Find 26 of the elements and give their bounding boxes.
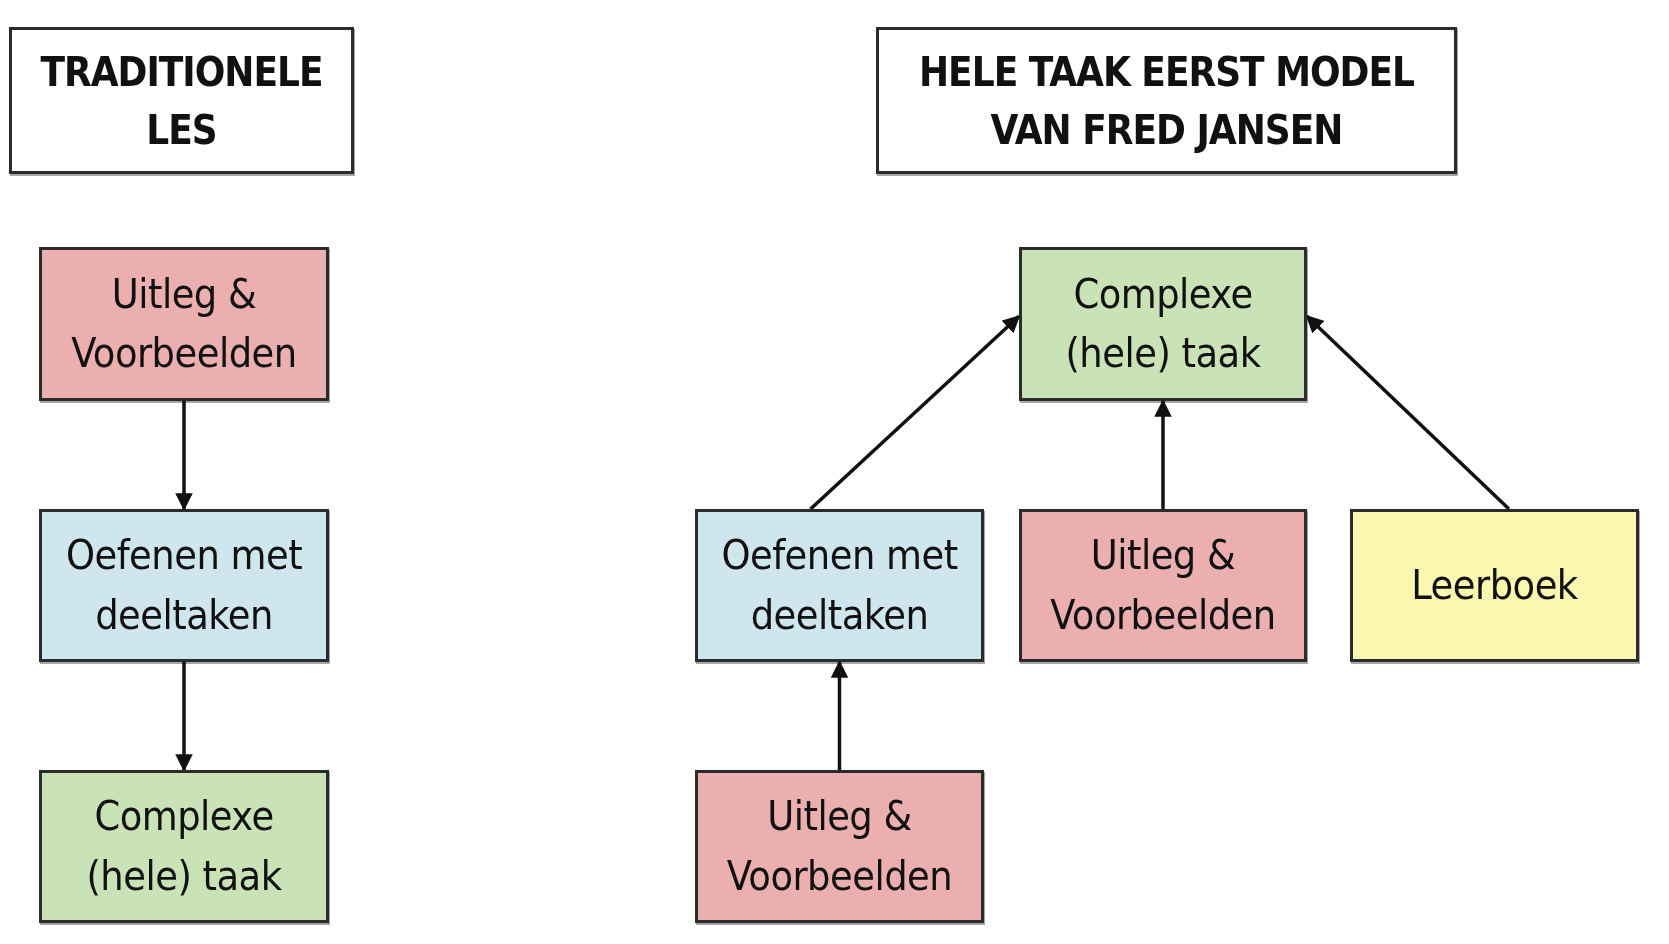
process-box bbox=[1019, 247, 1307, 401]
arrow bbox=[175, 401, 193, 511]
box-label: Oefenen met deeltaken bbox=[720, 530, 959, 641]
arrow bbox=[175, 662, 193, 772]
arrow bbox=[809, 315, 1021, 511]
process-box bbox=[39, 770, 329, 923]
title-text: HELE TAAK EERST MODEL VAN FRED JANSEN bbox=[918, 47, 1415, 155]
box-label: Leerboek bbox=[1411, 559, 1578, 611]
process-box bbox=[1350, 509, 1639, 662]
process-box bbox=[39, 247, 329, 401]
box-label: Oefenen met deeltaken bbox=[64, 530, 304, 641]
process-box bbox=[1019, 509, 1307, 662]
process-box bbox=[695, 509, 984, 662]
title-box bbox=[876, 27, 1457, 174]
box-label: Uitleg & Voorbeelden bbox=[1049, 530, 1277, 641]
arrow bbox=[1154, 399, 1172, 509]
process-box bbox=[39, 509, 329, 662]
process-box bbox=[695, 770, 984, 923]
arrow bbox=[1305, 315, 1511, 511]
box-label: Complexe (hele) taak bbox=[85, 791, 283, 902]
box-label: Complexe (hele) taak bbox=[1064, 268, 1262, 379]
box-label: Uitleg & Voorbeelden bbox=[70, 268, 298, 379]
title-text: TRADITIONELE LES bbox=[39, 47, 324, 155]
title-box bbox=[9, 27, 354, 174]
arrow bbox=[830, 660, 849, 770]
box-label: Uitleg & Voorbeelden bbox=[725, 791, 954, 902]
